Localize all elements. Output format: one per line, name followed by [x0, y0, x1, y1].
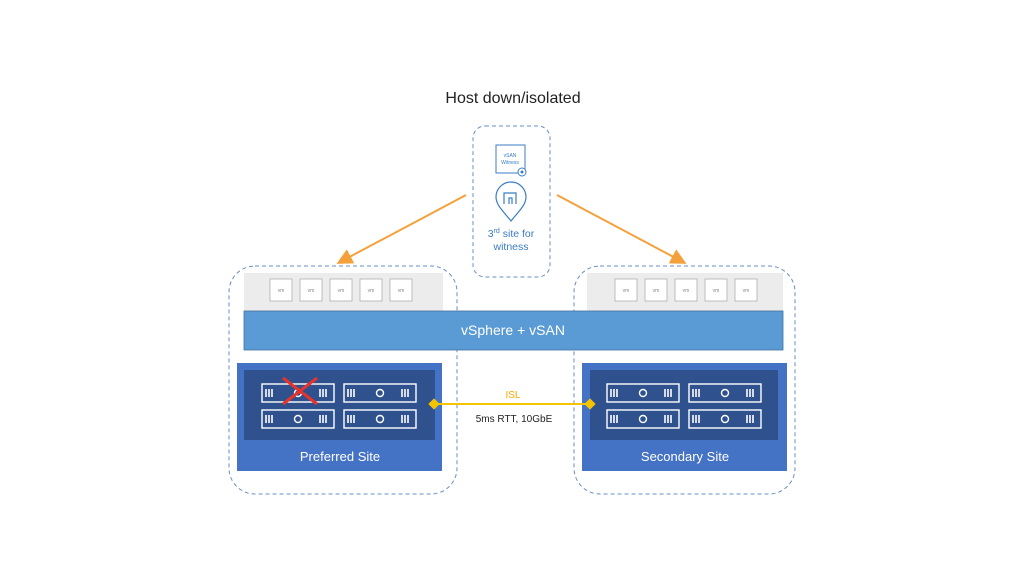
- vm-box: [704, 278, 728, 302]
- vm-box: [734, 278, 758, 302]
- isl-endpoint-left: [428, 398, 440, 410]
- vm-box: [359, 278, 383, 302]
- vm-box: [644, 278, 668, 302]
- location-pin-icon: [495, 181, 527, 222]
- server-host: [261, 383, 335, 403]
- vm-group-secondary: vm vm vm vm vm: [614, 278, 758, 302]
- vm-box: [299, 278, 323, 302]
- secondary-hosts: [606, 383, 762, 429]
- vm-label: vm: [278, 288, 285, 294]
- vsphere-vsan-band: [243, 310, 784, 351]
- witness-label-line1: 3rd site for: [488, 228, 535, 240]
- server-host: [688, 409, 762, 429]
- secondary-site-border: [573, 265, 796, 495]
- vm-label: vm: [368, 288, 375, 294]
- vm-box: [674, 278, 698, 302]
- host-failure-x-icon: [282, 376, 318, 406]
- witness-label-line2: witness: [492, 241, 528, 253]
- vm-box: [269, 278, 293, 302]
- preferred-server-rack: [244, 370, 435, 440]
- preferred-site-label: Preferred Site: [300, 449, 380, 464]
- vm-label: vm: [713, 288, 720, 294]
- server-host: [606, 409, 680, 429]
- preferred-hosts: [261, 383, 417, 429]
- secondary-server-rack: [590, 370, 778, 440]
- server-host: [261, 409, 335, 429]
- vm-label: vm: [623, 288, 630, 294]
- server-host: [343, 409, 417, 429]
- witness-arrow-left: [336, 194, 467, 264]
- vm-box: [389, 278, 413, 302]
- witness-badge-line2: Witness: [501, 160, 519, 166]
- server-host: [606, 383, 680, 403]
- witness-site-box: [472, 125, 551, 278]
- server-host: [343, 383, 417, 403]
- diagram-title: Host down/isolated: [445, 90, 580, 107]
- preferred-site-border: [228, 265, 458, 495]
- vm-label: vm: [308, 288, 315, 294]
- vm-label: vm: [398, 288, 405, 294]
- vm-label: vm: [653, 288, 660, 294]
- vm-group-preferred: vm vm vm vm vm: [269, 278, 413, 302]
- vm-label: vm: [683, 288, 690, 294]
- isl-endpoint-right: [584, 398, 596, 410]
- witness-badge-line1: vSAN: [504, 153, 517, 159]
- vm-label: vm: [743, 288, 750, 294]
- vsan-witness-icon: vSAN Witness: [495, 144, 527, 177]
- witness-arrow-right: [556, 194, 687, 264]
- vm-box: [614, 278, 638, 302]
- vm-label: vm: [338, 288, 345, 294]
- isl-label: ISL: [505, 390, 520, 401]
- vsphere-vsan-label: vSphere + vSAN: [461, 322, 565, 338]
- isl-spec-label: 5ms RTT, 10GbE: [476, 414, 553, 425]
- server-host: [688, 383, 762, 403]
- secondary-site-label: Secondary Site: [641, 449, 729, 464]
- vm-box: [329, 278, 353, 302]
